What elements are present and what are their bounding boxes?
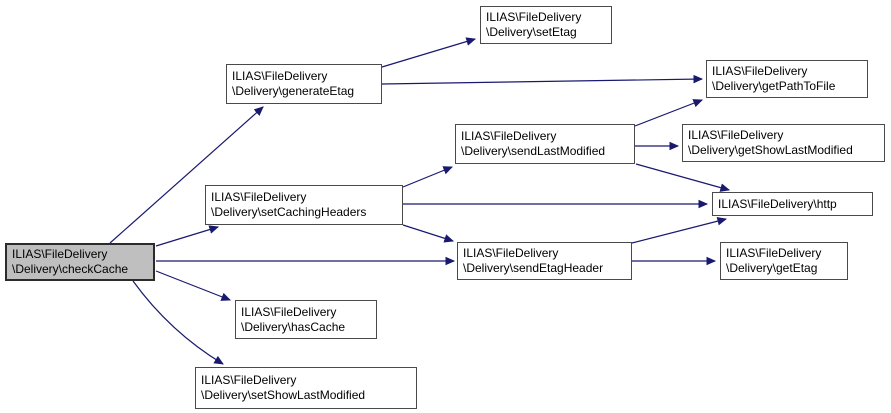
- edge-generateEtag-setEtag: [381, 37, 477, 68]
- node-label-line: \Delivery\sendLastModified: [461, 144, 606, 158]
- node-label-line: \Delivery\getPathToFile: [712, 79, 836, 93]
- node-label-line: ILIAS\FileDelivery: [232, 69, 328, 83]
- node-set-show-last-modified[interactable]: ILIAS\FileDelivery \Delivery\setShowLast…: [195, 367, 417, 409]
- edge-setCachingHeaders-sendEtagHeader: [402, 224, 455, 243]
- node-http[interactable]: ILIAS\FileDelivery\http: [712, 192, 873, 216]
- node-label-line: ILIAS\FileDelivery: [486, 10, 582, 24]
- edge-setCachingHeaders-sendLastModified: [402, 166, 453, 188]
- node-label-line: \Delivery\getShowLastModified: [688, 143, 853, 157]
- node-get-path-to-file[interactable]: ILIAS\FileDelivery \Delivery\getPathToFi…: [706, 60, 868, 98]
- node-set-caching-headers[interactable]: ILIAS\FileDelivery \Delivery\setCachingH…: [205, 185, 403, 225]
- edge-generateEtag-getPathToFile: [381, 74, 704, 85]
- edge-sendEtagHeader-http: [631, 216, 728, 244]
- node-label-line: ILIAS\FileDelivery: [688, 128, 784, 142]
- node-label-line: ILIAS\FileDelivery: [712, 64, 808, 78]
- node-label-line: \Delivery\sendEtagHeader: [463, 261, 604, 275]
- node-label-line: ILIAS\FileDelivery: [12, 247, 108, 261]
- node-check-cache: ILIAS\FileDelivery \Delivery\checkCache: [5, 243, 155, 281]
- node-send-etag-header[interactable]: ILIAS\FileDelivery \Delivery\sendEtagHea…: [457, 242, 632, 280]
- node-label-line: ILIAS\FileDelivery: [461, 129, 557, 143]
- node-has-cache[interactable]: ILIAS\FileDelivery \Delivery\hasCache: [235, 300, 377, 339]
- node-label-line: \Delivery\hasCache: [241, 319, 346, 334]
- edge-checkCache-hasCache: [155, 270, 232, 301]
- node-label-line: ILIAS\FileDelivery: [726, 246, 822, 260]
- node-label-line: \Delivery\getEtag: [726, 261, 818, 275]
- edge-sendLastModified-getPathToFile: [634, 99, 704, 127]
- node-label-line: ILIAS\FileDelivery: [211, 190, 307, 204]
- node-generate-etag[interactable]: ILIAS\FileDelivery \Delivery\generateEta…: [226, 64, 382, 104]
- node-label-line: ILIAS\FileDelivery\http: [718, 196, 837, 211]
- edge-checkCache-setCachingHeaders: [155, 225, 220, 247]
- edge-sendLastModified-http: [635, 163, 731, 192]
- node-label-line: \Delivery\generateEtag: [232, 84, 355, 98]
- node-label-line: \Delivery\checkCache: [12, 262, 129, 276]
- node-set-etag[interactable]: ILIAS\FileDelivery \Delivery\setEtag: [480, 6, 612, 44]
- node-get-show-last-modified[interactable]: ILIAS\FileDelivery \Delivery\getShowLast…: [682, 124, 885, 162]
- node-label-line: ILIAS\FileDelivery: [241, 304, 337, 319]
- node-label-line: ILIAS\FileDelivery: [201, 373, 297, 387]
- node-label-line: \Delivery\setShowLastModified: [201, 388, 366, 402]
- node-send-last-modified[interactable]: ILIAS\FileDelivery \Delivery\sendLastMod…: [455, 124, 635, 164]
- node-label-line: ILIAS\FileDelivery: [463, 246, 559, 260]
- node-label-line: \Delivery\setCachingHeaders: [211, 205, 367, 219]
- node-label-line: \Delivery\setEtag: [486, 25, 577, 39]
- node-get-etag[interactable]: ILIAS\FileDelivery \Delivery\getEtag: [720, 242, 848, 280]
- edge-checkCache-setShowLastModified: [132, 280, 224, 365]
